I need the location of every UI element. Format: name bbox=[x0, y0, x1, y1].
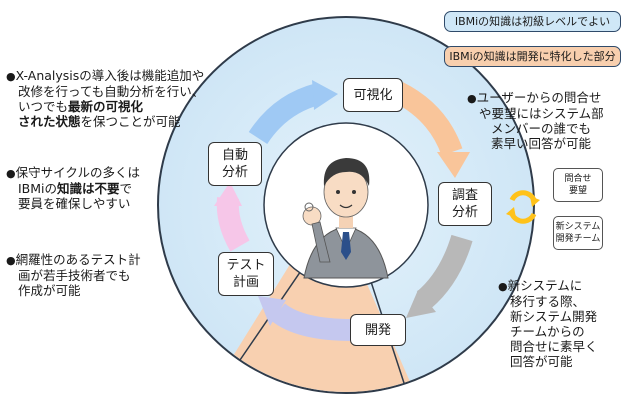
arrow-develop-to-test bbox=[271, 303, 353, 341]
node-visualize: 可視化 bbox=[343, 78, 403, 112]
note-test-plan: ●網羅性のあるテスト計 画が若手技術者でも 作成が可能 bbox=[6, 252, 141, 298]
note-x-analysis: ●X-Analysisの導入後は機能追加や 改修を行っても自動分析を行い、 いつ… bbox=[6, 68, 205, 129]
consultant-illustration bbox=[302, 158, 389, 279]
arrow-auto-to-visualize bbox=[248, 83, 322, 145]
legend-dev-specific-knowledge: IBMiの知識は開発に特化した部分 bbox=[444, 46, 621, 67]
note-maintenance: ●保守サイクルの多くは IBMiの知識は不要で 要員を確保しやすい bbox=[6, 165, 140, 211]
node-investigate: 調査分析 bbox=[438, 182, 492, 226]
node-develop: 開発 bbox=[350, 314, 406, 346]
arrow-visualize-to-investigate bbox=[392, 82, 463, 156]
legend-beginner-knowledge: IBMiの知識は初級レベルでよい bbox=[444, 11, 621, 32]
node-test-plan: テスト計画 bbox=[218, 252, 274, 296]
node-auto-analysis: 自動分析 bbox=[208, 142, 262, 186]
inquiry-cycle-icon bbox=[506, 190, 540, 224]
box-new-system-team: 新システム開発チーム bbox=[553, 216, 603, 250]
box-inquiry-request: 問合せ要望 bbox=[553, 168, 603, 202]
note-user-inquiry: ●ユーザーからの問合せ や要望にはシステム部 メンバーの誰でも 素早い回答が可能 bbox=[467, 90, 604, 151]
arrow-investigate-to-develop bbox=[416, 234, 473, 309]
note-new-system: ●新システムに 移行する際、 新システム開発 チームからの 問合せに素早く 回答… bbox=[498, 278, 598, 369]
